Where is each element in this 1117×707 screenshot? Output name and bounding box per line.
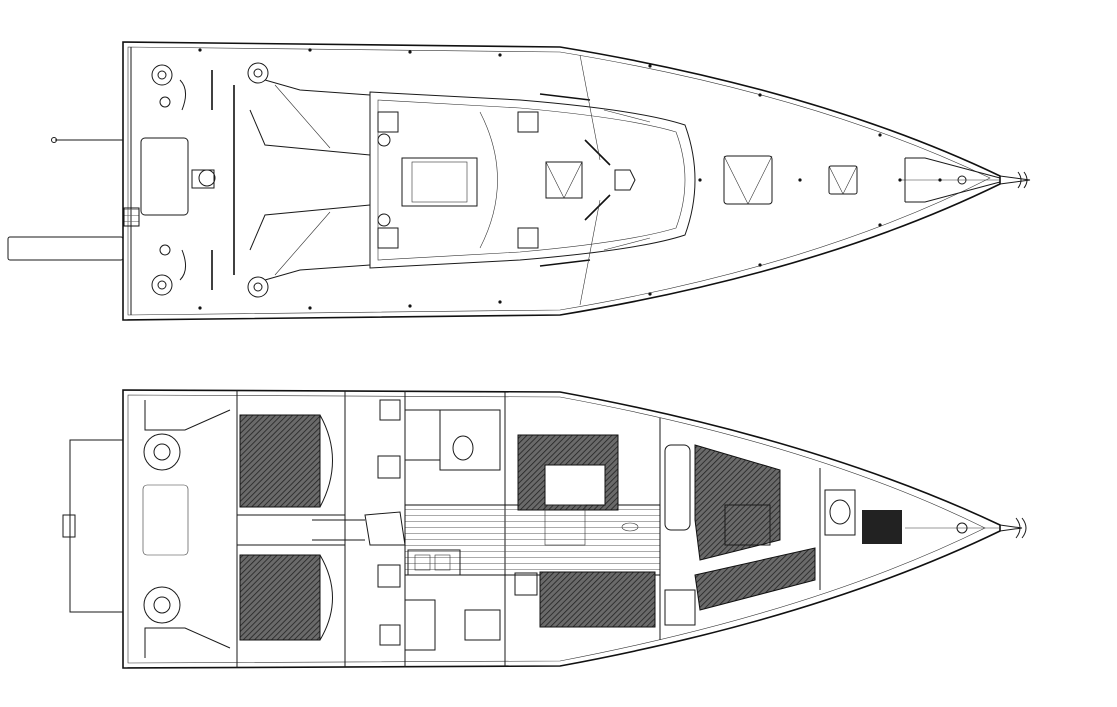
mast xyxy=(614,169,636,191)
deck-plan xyxy=(7,41,1031,321)
passerelle xyxy=(7,236,124,261)
chain-locker xyxy=(862,510,902,544)
coachroof xyxy=(369,91,696,269)
cockpit-coaming xyxy=(249,79,371,281)
deck-hatches xyxy=(377,111,858,249)
deck-toerail xyxy=(127,46,991,316)
galley-counter xyxy=(407,549,461,576)
anchor-icon-interior xyxy=(999,517,1027,539)
deck-fittings xyxy=(198,48,942,310)
saloon-floor xyxy=(404,504,661,576)
anchor-icon xyxy=(1017,171,1028,189)
engine xyxy=(312,511,406,546)
aft-cabin-berth-starboard xyxy=(239,554,321,641)
cockpit-locker xyxy=(140,137,189,216)
bowsprit xyxy=(999,175,1031,185)
saloon-table xyxy=(544,464,606,506)
bow-pulpit xyxy=(904,157,1001,203)
saloon-settee-starboard xyxy=(539,571,656,628)
aft-cabin-berth-port xyxy=(239,414,321,508)
swim-step-grate xyxy=(123,207,140,227)
companionway-hatch xyxy=(401,157,478,207)
winches xyxy=(151,62,391,298)
stern-platform xyxy=(69,439,124,613)
forward-settee xyxy=(694,547,816,611)
forward-cabin-berth xyxy=(694,444,781,561)
deck-hull-outline xyxy=(122,41,1001,321)
interior-layout xyxy=(62,389,1027,669)
